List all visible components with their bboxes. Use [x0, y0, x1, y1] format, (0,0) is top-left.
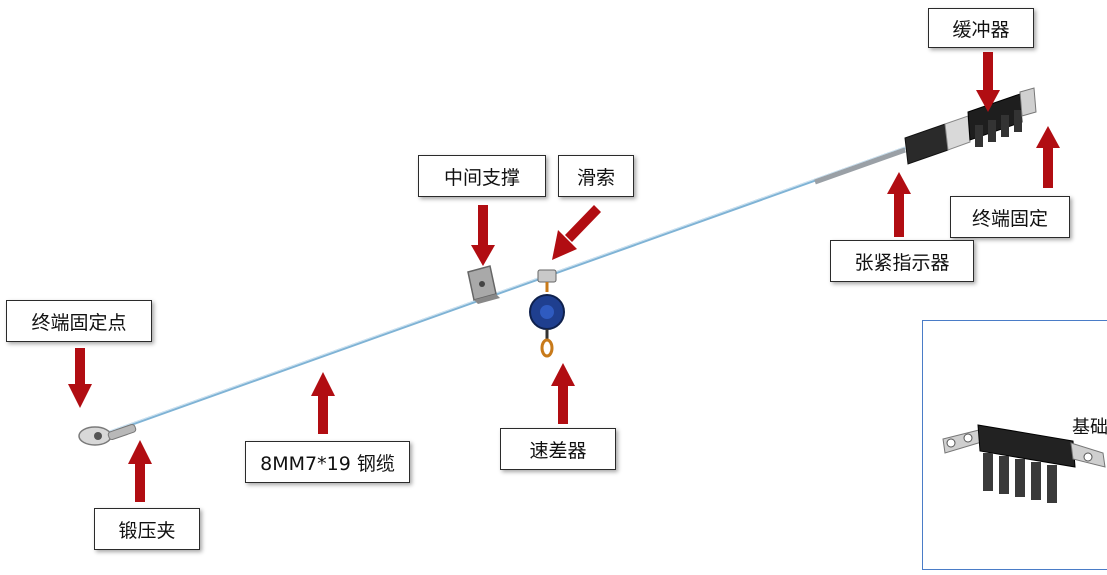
inset-title: 基础 [1072, 417, 1107, 438]
steel-cable [109, 146, 906, 434]
label-buffer: 缓冲器 [928, 8, 1034, 48]
arrow-end-fixing-point [68, 348, 92, 408]
label-wire-rope: 8MM7*19 钢缆 [245, 441, 410, 483]
arrow-middle-support [471, 205, 495, 266]
arrow-sliding-cable [552, 205, 601, 260]
steel-cable-highlight [109, 146, 906, 432]
base-inset-panel [922, 320, 1107, 570]
arrow-end-fixing [1036, 126, 1060, 188]
label-middle-support: 中间支撑 [418, 155, 546, 197]
arrow-buffer [976, 52, 1000, 112]
middle-support-hardware [467, 265, 500, 304]
label-tension-indicator: 张紧指示器 [830, 240, 974, 282]
arrow-swage-clamp [128, 440, 152, 502]
label-fall-arrester: 速差器 [500, 428, 616, 470]
label-end-fixing: 终端固定 [950, 196, 1070, 238]
turnbuckle [814, 147, 906, 185]
label-end-fixing-point: 终端固定点 [6, 300, 152, 342]
arrow-fall-arrester [551, 363, 575, 424]
arrow-wire-rope [311, 372, 335, 434]
callout-arrows [68, 52, 1060, 502]
buffer-assembly-hardware [904, 87, 1037, 165]
arrow-tension-indicator [887, 172, 911, 237]
fall-arrester-hardware [529, 269, 565, 358]
label-swage-clamp: 锻压夹 [94, 508, 200, 550]
end-fixing-point-hardware [78, 423, 137, 446]
label-sliding-cable: 滑索 [558, 155, 634, 197]
base-hardware-illustration [942, 424, 1106, 503]
lifeline-system-diagram [68, 52, 1060, 502]
